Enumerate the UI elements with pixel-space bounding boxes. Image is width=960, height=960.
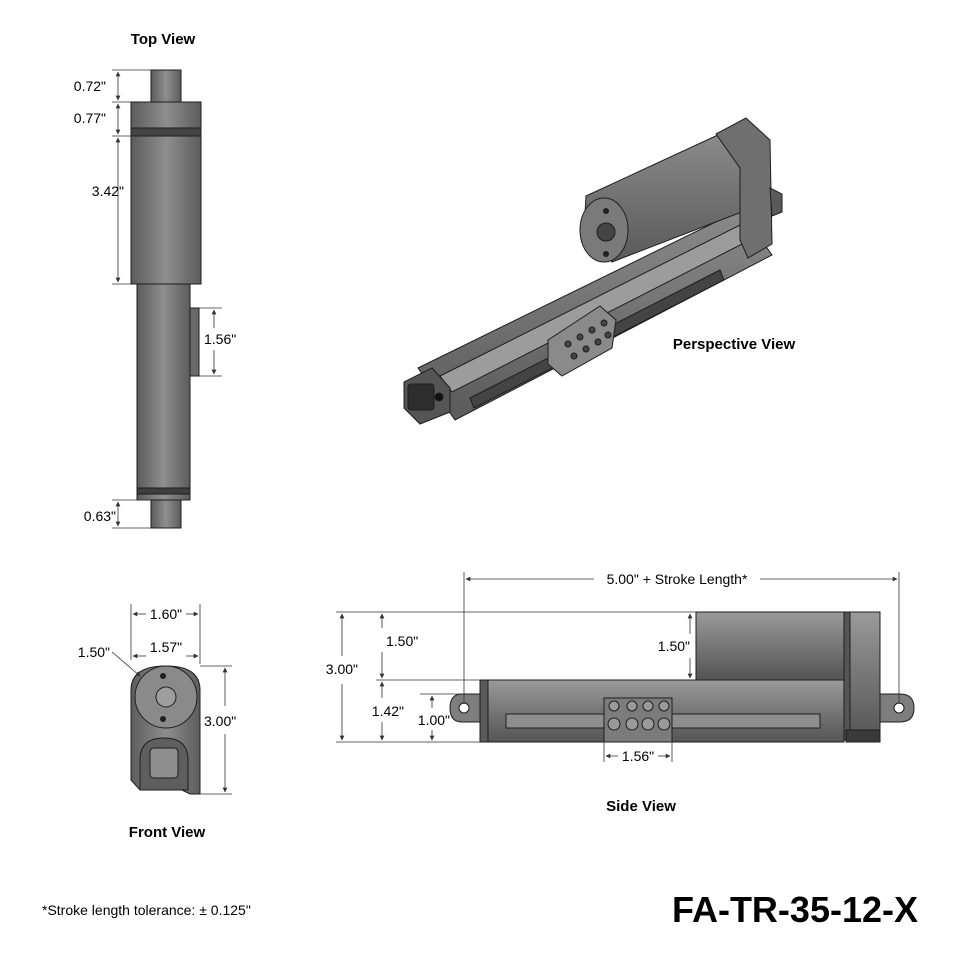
side-view-body — [449, 611, 915, 743]
persp-gearbox — [715, 117, 773, 259]
perspective-view: Perspective View — [403, 117, 796, 425]
side-dim-connector: 1.56" — [622, 748, 654, 764]
top-dim-motor-length: 3.42" — [92, 183, 124, 199]
top-view-title: Top View — [131, 31, 196, 48]
top-collar — [130, 101, 202, 129]
side-dim-housing: 1.42" — [372, 703, 404, 719]
top-connector — [189, 307, 200, 377]
top-collar-ring — [130, 127, 202, 137]
front-screw-bottom — [160, 716, 166, 722]
persp-rear-mount — [769, 187, 783, 217]
side-view-title: Side View — [606, 798, 676, 815]
side-front-hole — [458, 702, 470, 714]
persp-motor-shaft — [596, 222, 616, 242]
stroke-tolerance-note: *Stroke length tolerance: ± 0.125" — [42, 902, 251, 918]
top-dim-rod-end: 0.72" — [74, 78, 106, 94]
side-gearbox-base — [845, 729, 881, 743]
top-view-dimensions — [112, 69, 222, 529]
top-dim-collar: 0.77" — [74, 110, 106, 126]
front-motor-boss — [155, 686, 177, 708]
front-dim-height: 3.00" — [204, 713, 236, 729]
top-dim-base: 0.63" — [84, 508, 116, 524]
top-view: Top View 0.72" 0 — [74, 31, 236, 529]
front-view-dimensions — [111, 604, 232, 795]
side-motor — [695, 611, 845, 681]
perspective-view-title: Perspective View — [673, 336, 796, 353]
front-rod-face — [149, 747, 179, 779]
persp-rod-end-face — [407, 383, 435, 411]
side-dim-overall-height: 3.00" — [326, 661, 358, 677]
front-view: 1.60" 1.57" 1.50" 3.00" Front View — [78, 604, 236, 841]
top-housing — [136, 283, 191, 501]
side-view-dimensions — [336, 572, 900, 762]
front-view-title: Front View — [129, 824, 206, 841]
side-rear-hole — [893, 702, 905, 714]
side-dim-overall-length: 5.00" + Stroke Length* — [607, 571, 748, 587]
front-dim-width-motor: 1.57" — [150, 639, 182, 655]
part-number: FA-TR-35-12-X — [672, 889, 918, 930]
top-base — [150, 499, 182, 529]
side-dim-motor-left: 1.50" — [386, 633, 418, 649]
side-connector-pins — [607, 700, 671, 731]
top-rod-end — [150, 69, 182, 103]
top-base-ring — [136, 487, 191, 495]
side-housing-end — [479, 679, 489, 743]
persp-connector-pins — [564, 319, 612, 360]
side-gearbox-band — [843, 611, 851, 741]
front-view-body — [130, 665, 201, 795]
persp-connector — [547, 305, 617, 377]
top-motor — [130, 135, 202, 285]
top-view-body — [130, 69, 202, 529]
persp-rod-hole — [434, 392, 444, 402]
front-dim-width-overall: 1.60" — [150, 606, 182, 622]
side-dim-mount-hole: 1.00" — [418, 712, 450, 728]
front-screw-top — [160, 673, 166, 679]
perspective-actuator — [403, 117, 783, 425]
top-dim-connector: 1.56" — [204, 331, 236, 347]
side-view: 5.00" + Stroke Length* 1.50" 3.00" 1.42"… — [326, 571, 915, 815]
side-dim-motor-right: 1.50" — [658, 638, 690, 654]
front-dim-diameter: 1.50" — [78, 644, 110, 660]
